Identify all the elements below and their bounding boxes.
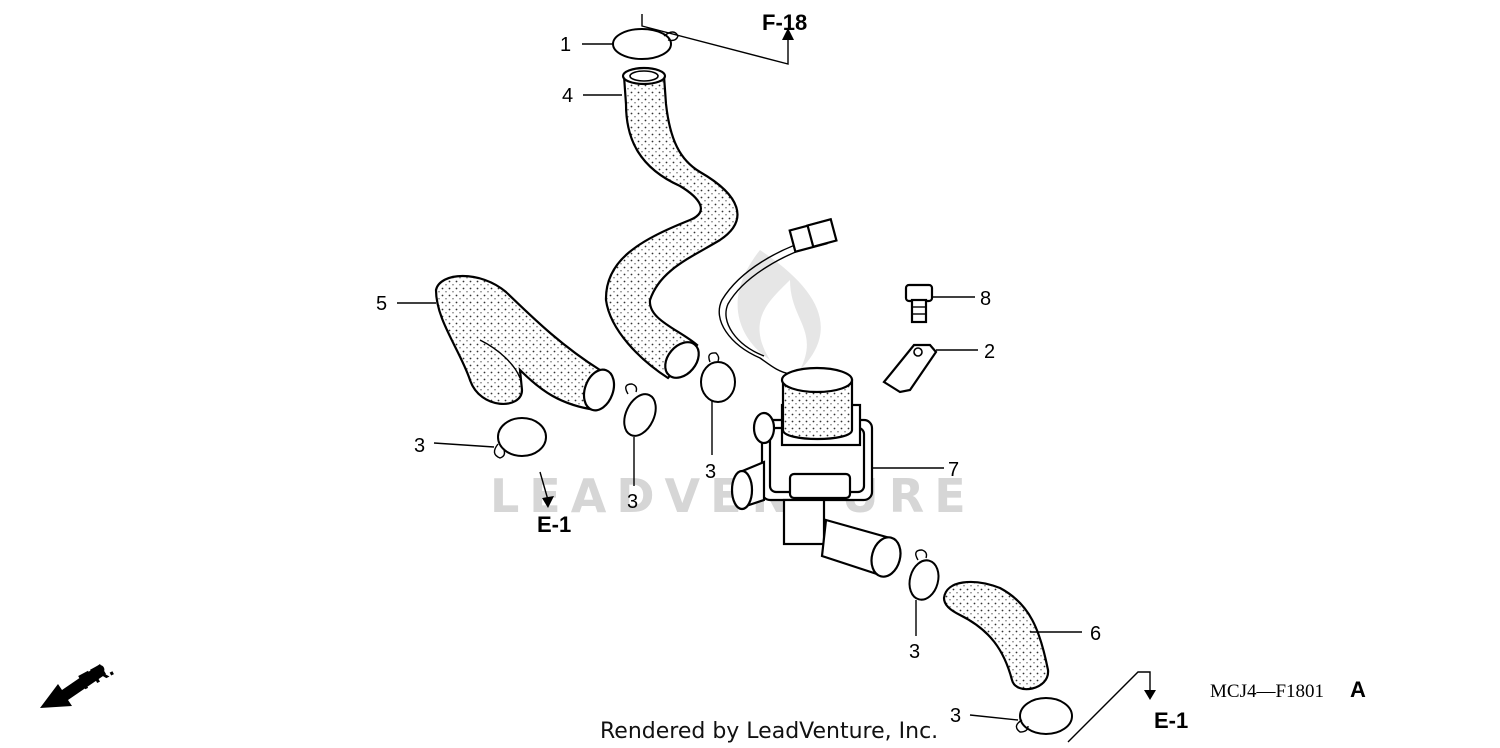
diagram-code: MCJ4—F1801	[1210, 681, 1324, 702]
part-4-hose[interactable]: 4	[562, 66, 739, 384]
part-7-valve[interactable]: 7	[730, 366, 959, 580]
f18-label: F-18	[762, 10, 807, 35]
part-3-clamp-left[interactable]: 3	[414, 417, 547, 459]
part-2-bracket[interactable]: 2	[882, 341, 995, 394]
callout-6: 6	[1090, 623, 1101, 645]
front-arrow: FR.	[40, 656, 118, 708]
e1-reference-right: E-1	[1067, 671, 1188, 743]
callout-1: 1	[560, 34, 571, 56]
watermark: LEADVENTURE	[490, 250, 976, 523]
callout-8: 8	[980, 288, 991, 310]
diagram-code-suffix: A	[1350, 677, 1366, 702]
e1-reference-left: E-1	[537, 471, 571, 537]
callout-5: 5	[376, 293, 387, 315]
part-3-clamp-valve[interactable]: 3	[700, 352, 736, 483]
callout-3-bottom: 3	[950, 705, 961, 727]
e1-label-right: E-1	[1154, 708, 1188, 733]
watermark-text: LEADVENTURE	[490, 469, 976, 523]
footer-credit: Rendered by LeadVenture, Inc.	[600, 719, 938, 744]
f18-reference: F-18	[641, 10, 807, 65]
part-3-clamp-outlet[interactable]: 3	[905, 549, 942, 663]
wire-harness	[718, 217, 838, 375]
part-6-hose[interactable]: 6	[942, 581, 1101, 691]
callout-3-mid: 3	[627, 491, 638, 513]
callout-2: 2	[984, 341, 995, 363]
part-5-hose[interactable]: 5	[376, 274, 619, 415]
part-1-clamp[interactable]: 1	[560, 28, 679, 60]
callout-3-outlet: 3	[909, 641, 920, 663]
callout-3-left: 3	[414, 435, 425, 457]
e1-label-left: E-1	[537, 512, 571, 537]
part-3-clamp-bottom[interactable]: 3	[950, 697, 1073, 735]
callout-3-valve: 3	[705, 461, 716, 483]
part-3-clamp-mid[interactable]: 3	[618, 383, 662, 513]
callout-7: 7	[948, 459, 959, 481]
part-8-bolt[interactable]: 8	[904, 283, 991, 324]
callout-4: 4	[562, 85, 573, 107]
